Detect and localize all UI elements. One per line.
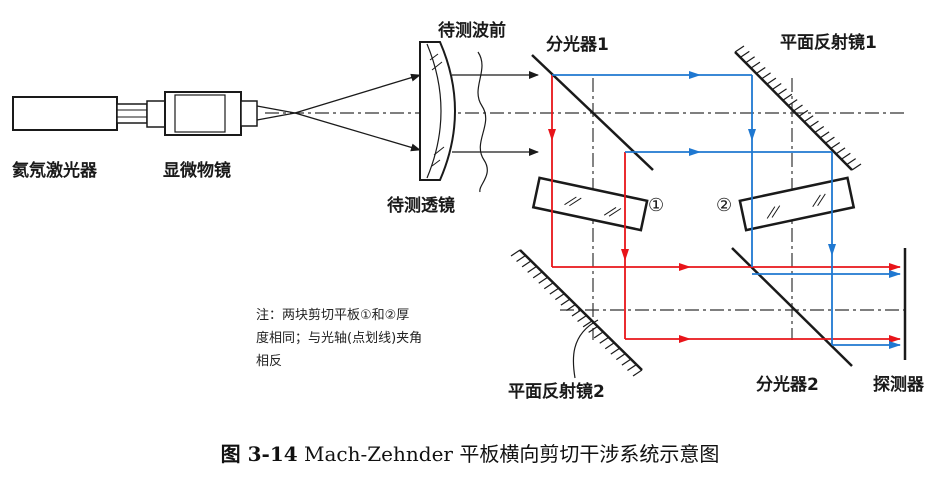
detector-label: 探测器 (873, 374, 925, 395)
diverging-rays (256, 73, 421, 152)
mirror-hatch (555, 293, 565, 301)
mirror-hatch (582, 320, 593, 328)
red-beam-path (548, 75, 901, 343)
mirror-hatch (516, 254, 526, 262)
mirror-hatch (734, 45, 745, 53)
mirror-hatch (814, 125, 825, 133)
shear-plate-2 (738, 176, 856, 232)
mirror-hatch (610, 347, 621, 355)
mirror-hatch (846, 158, 857, 166)
microscope-label: 显微物镜 (163, 160, 231, 181)
mirror-hatch (616, 353, 626, 361)
mirror-hatch (841, 152, 851, 160)
mirror-hatch (739, 50, 750, 58)
mirror-hatch (571, 309, 582, 317)
plane-mirror-2 (510, 249, 643, 377)
mirror-hatch (566, 304, 576, 312)
mirror-1-label: 平面反射镜1 (780, 32, 877, 53)
mirror-hatch (851, 163, 862, 171)
lens-label: 待测透镜 (387, 195, 455, 216)
input-beams (452, 71, 539, 156)
laser (12, 96, 160, 131)
note-line-3: 相反 (256, 354, 283, 369)
note-line-2: 度相同；与光轴(点划线)夹角 (256, 331, 423, 346)
mirror-hatch (819, 131, 830, 139)
wavefront-label: 待测波前 (438, 20, 506, 41)
mirror-hatch (627, 364, 637, 372)
mirror-2-label: 平面反射镜2 (508, 381, 605, 402)
mirror-hatch (809, 120, 819, 128)
mirror-hatch (532, 271, 543, 279)
mirror-hatch (787, 99, 798, 107)
mirror-hatch (588, 325, 598, 333)
mirror-hatch (543, 282, 554, 290)
mirror-hatch (527, 265, 537, 273)
note-line-1: 注：两块剪切平板①和②厚 (256, 308, 410, 323)
note: 注：两块剪切平板①和②厚 度相同；与光轴(点划线)夹角 相反 (256, 304, 476, 373)
mirror-hatch (830, 142, 841, 150)
mirror-hatch (632, 369, 643, 377)
plate-1-number: ① (648, 195, 664, 216)
mirror-hatch (782, 93, 793, 101)
mirror-hatch (621, 358, 632, 366)
mirror-hatch (761, 72, 771, 80)
blue-beam-path (552, 71, 901, 349)
mirror-hatch (803, 115, 814, 123)
mirror-hatch (593, 331, 604, 339)
mirror-hatch (599, 336, 610, 344)
test-lens (419, 41, 456, 181)
figure-title: Mach-Zehnder 平板横向剪切干涉系统示意图 (304, 442, 720, 466)
mirror-hatch (755, 66, 766, 74)
mirror-hatch (577, 314, 587, 322)
mirror-hatch (560, 298, 571, 306)
beam-splitter-2-label: 分光器2 (756, 374, 819, 395)
figure-caption: 图 3-14 Mach-Zehnder 平板横向剪切干涉系统示意图 (0, 438, 940, 467)
figure-number: 图 3-14 (220, 442, 298, 466)
mirror-hatch (538, 276, 549, 284)
mirror-hatch (510, 249, 521, 257)
beam-splitter-1-label: 分光器1 (546, 34, 609, 55)
mirror-hatch (777, 88, 787, 96)
plane-mirror-1 (734, 45, 862, 171)
mirror-hatch (825, 136, 835, 144)
shear-plate-1 (531, 176, 649, 232)
mirror-hatch (798, 109, 809, 117)
mirror-hatch (793, 104, 803, 112)
mirror-hatch (745, 56, 755, 64)
mirror-hatch (750, 61, 761, 69)
mirror-2-leader (572, 319, 599, 379)
microscope-objective (146, 91, 258, 136)
mirror-hatch (604, 342, 615, 350)
mirror-hatch (771, 83, 782, 91)
mirror-hatch (766, 77, 777, 85)
mirror-hatch (521, 260, 532, 268)
mirror-hatch (549, 287, 560, 295)
laser-label: 氦氖激光器 (12, 160, 98, 181)
plate-2-number: ② (716, 195, 732, 216)
mirror-hatch (835, 147, 846, 155)
wavefront-curves (477, 51, 488, 193)
